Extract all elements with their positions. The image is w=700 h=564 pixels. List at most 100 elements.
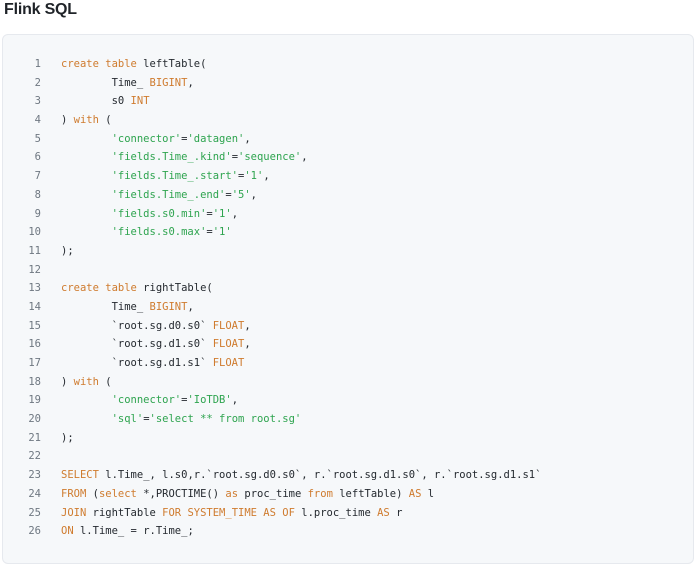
code-line: 21); [3,429,693,448]
code-token: l [421,487,435,500]
code-token: , [244,338,251,351]
code-token: rightTable( [136,282,213,295]
sql-keyword: with [73,114,99,127]
code-token: ); [61,244,74,257]
code-token: = [181,132,188,145]
line-number: 3 [34,95,41,108]
code-line: 2 Time_ BIGINT, [3,74,693,93]
line-number: 17 [28,357,41,369]
code-token: = [225,188,232,201]
code-line: 11); [3,242,693,261]
sql-keyword: create table [61,58,137,70]
code-token: ); [61,431,74,444]
code-text: ON l.Time_ = r.Time_; [61,522,194,541]
code-token: = [143,413,150,426]
code-text: SELECT l.Time_, l.s0,r.`root.sg.d0.s0`, … [61,466,541,485]
sql-keyword: BIGINT [149,300,188,313]
code-token [61,226,112,238]
code-token: `root.sg.d1.s0` [61,338,213,351]
line-number: 18 [28,375,41,388]
code-line: 26 ON l.Time_ = r.Time_; [3,522,693,541]
sql-keyword: FROM [61,487,87,500]
code-line: 4) with ( [3,111,693,130]
code-text: 'sql'='select ** from root.sg' [61,410,302,429]
line-number: 11 [28,244,41,257]
line-number: 16 [28,338,41,351]
code-line: 24 FROM (select *,PROCTIME() as proc_time… [3,485,693,504]
code-text: ) with ( [61,373,112,392]
code-token: rightTable [86,506,163,519]
string-literal: 'IoTDB' [187,394,232,407]
code-line: 16 `root.sg.d1.s0` FLOAT, [3,335,693,354]
sql-keyword: with [73,375,99,388]
code-token: , [244,132,251,145]
section-heading: Flink SQL [4,1,77,18]
sql-keyword: BIGINT [149,76,188,89]
sql-keyword: select [98,487,137,500]
code-token: = [206,207,213,220]
code-line: 17 `root.sg.d1.s1` FLOAT [3,354,693,373]
code-text: create table rightTable( [61,279,213,298]
line-number: 20 [28,413,41,426]
code-line: 3 s0 INT [3,92,693,111]
code-token: = [238,170,245,183]
string-literal: '1' [244,170,264,183]
code-line: 19 'connector'='IoTDB', [3,391,693,410]
code-token: r [389,506,403,519]
string-literal: 'fields.s0.max' [111,226,207,239]
code-text: FROM (select *,PROCTIME() as proc_time f… [61,485,434,504]
sql-keyword: ON [61,525,74,538]
code-text: Time_ BIGINT, [61,74,194,93]
code-token: , [250,188,257,201]
line-number: 19 [28,394,41,407]
sql-keyword: AS [408,487,422,500]
code-token: ( [98,114,112,127]
line-number: 26 [28,525,41,538]
code-text: 'fields.Time_.kind'='sequence', [61,148,308,167]
string-literal: 'connector' [111,394,182,407]
code-token [61,133,112,145]
line-number: 23 [28,469,41,482]
code-line: 6 'fields.Time_.kind'='sequence', [3,148,693,167]
code-line: 5 'connector'='datagen', [3,130,693,149]
line-number: 14 [28,300,41,313]
code-token [61,170,112,182]
string-literal: 'sql' [111,413,144,426]
code-token: `root.sg.d0.s0` [61,319,213,332]
code-text: 'fields.Time_.end'='5', [61,186,257,205]
string-literal: 'fields.Time_.start' [111,170,239,183]
string-literal: 'fields.Time_.end' [111,188,226,201]
sql-keyword: from [307,487,333,500]
code-line: 7 'fields.Time_.start'='1', [3,167,693,186]
code-token [61,208,112,220]
sql-keyword: FLOAT [212,338,245,351]
line-number: 8 [34,188,41,201]
string-literal: 'select ** from root.sg' [149,413,302,426]
code-line: 18 ) with ( [3,373,693,392]
code-line: 15 `root.sg.d0.s0` FLOAT, [3,317,693,336]
code-text: 'fields.s0.min'='1', [61,205,238,224]
code-line: 12 [3,261,693,280]
code-token: , [231,207,239,220]
sql-keyword: FOR SYSTEM_TIME AS OF [162,506,295,519]
code-token: ( [86,487,99,500]
code-token: proc_time [238,487,308,500]
code-text: Time_ BIGINT, [61,298,194,317]
code-token [61,151,112,163]
code-token: , [187,76,194,89]
code-text: 'connector'='datagen', [61,130,251,149]
line-number: 6 [34,151,41,164]
code-line: 8 'fields.Time_.end'='5', [3,186,693,205]
line-number: 1 [34,58,41,70]
line-number: 7 [34,170,41,183]
line-number: 24 [28,487,41,500]
code-token: ( [98,375,112,388]
code-token: = [181,394,188,407]
line-number: 21 [28,431,41,444]
code-token: *,PROCTIME() [136,487,226,500]
code-token [61,189,112,201]
line-number: 2 [34,76,41,89]
code-text: `root.sg.d1.s1` FLOAT [61,354,245,373]
